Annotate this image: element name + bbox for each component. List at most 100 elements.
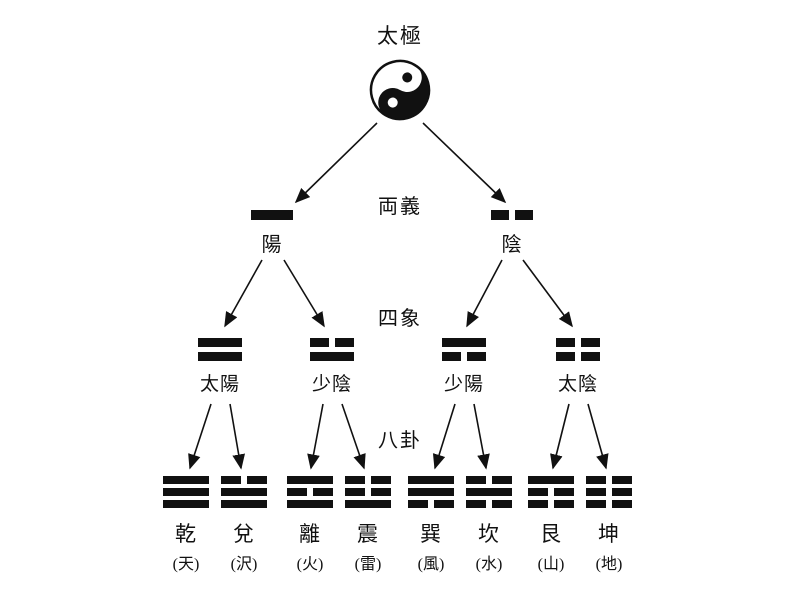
broken-line bbox=[556, 338, 600, 347]
node-yin: 陰 bbox=[491, 210, 533, 257]
node-gen: 艮 (山) bbox=[528, 476, 574, 574]
stage-label-eight-trigrams: 八卦 bbox=[378, 430, 422, 452]
broken-line bbox=[466, 476, 512, 484]
dui-label: 兌 bbox=[233, 522, 255, 546]
li-trigram-symbol bbox=[287, 476, 333, 508]
broken-line-segment bbox=[370, 488, 391, 496]
broken-line-segment bbox=[345, 488, 366, 496]
broken-line-segment bbox=[580, 352, 600, 361]
taiyin-label: 太陰 bbox=[557, 374, 598, 395]
dui-sublabel: (沢) bbox=[230, 556, 258, 573]
kan-sublabel: (水) bbox=[475, 556, 503, 573]
node-zhen: 震 (雷) bbox=[345, 476, 391, 574]
broken-line-segment bbox=[528, 500, 549, 508]
stage-label-four-symbols: 四象 bbox=[378, 308, 422, 330]
solid-line bbox=[442, 338, 486, 347]
shaoyang-label: 少陽 bbox=[443, 374, 484, 395]
node-kan: 坎 (水) bbox=[466, 476, 512, 574]
solid-line bbox=[310, 352, 354, 361]
broken-line-segment bbox=[556, 338, 576, 347]
solid-line bbox=[163, 488, 209, 496]
li-sublabel: (火) bbox=[296, 556, 324, 573]
broken-line bbox=[586, 476, 632, 484]
kan-label: 坎 bbox=[478, 522, 500, 546]
li-label: 離 bbox=[299, 522, 321, 546]
shaoyin-label: 少陰 bbox=[311, 374, 352, 395]
broken-line bbox=[287, 488, 333, 496]
yin-line-symbol bbox=[491, 210, 533, 220]
yinyang-icon bbox=[369, 59, 431, 121]
broken-line-segment bbox=[491, 500, 512, 508]
broken-line-segment bbox=[334, 338, 354, 347]
broken-line-segment bbox=[611, 488, 632, 496]
broken-line bbox=[586, 488, 632, 496]
broken-line-segment bbox=[370, 476, 391, 484]
gen-label: 艮 bbox=[540, 522, 562, 546]
broken-line-segment bbox=[514, 210, 533, 220]
zhen-sublabel: (雷) bbox=[354, 556, 382, 573]
stage-label-two-forms: 両義 bbox=[378, 196, 422, 218]
dui-trigram-symbol bbox=[221, 476, 267, 508]
zhen-label: 震 bbox=[357, 522, 379, 546]
broken-line-segment bbox=[580, 338, 600, 347]
node-taiyin: 太陰 bbox=[556, 338, 600, 396]
taiyang-digram-symbol bbox=[198, 338, 242, 361]
solid-line bbox=[408, 488, 454, 496]
broken-line-segment bbox=[611, 476, 632, 484]
kun-trigram-symbol bbox=[586, 476, 632, 508]
broken-line-segment bbox=[345, 476, 366, 484]
solid-line bbox=[198, 338, 242, 347]
broken-line-segment bbox=[553, 488, 574, 496]
broken-line-segment bbox=[611, 500, 632, 508]
solid-line bbox=[528, 476, 574, 484]
broken-line bbox=[442, 352, 486, 361]
qian-sublabel: (天) bbox=[172, 556, 200, 573]
broken-line bbox=[345, 476, 391, 484]
broken-line-segment bbox=[586, 476, 607, 484]
xun-sublabel: (風) bbox=[417, 556, 445, 573]
solid-line bbox=[163, 476, 209, 484]
node-shaoyang: 少陽 bbox=[442, 338, 486, 396]
broken-line-segment bbox=[553, 500, 574, 508]
yin-label: 陰 bbox=[501, 234, 523, 256]
node-dui: 兌 (沢) bbox=[221, 476, 267, 574]
broken-line-segment bbox=[528, 488, 549, 496]
xun-trigram-symbol bbox=[408, 476, 454, 508]
broken-line-segment bbox=[433, 500, 454, 508]
gen-sublabel: (山) bbox=[537, 556, 565, 573]
broken-line-segment bbox=[556, 352, 576, 361]
broken-line-segment bbox=[466, 476, 487, 484]
broken-line-segment bbox=[442, 352, 462, 361]
node-taiyang: 太陽 bbox=[198, 338, 242, 396]
broken-line bbox=[528, 500, 574, 508]
kun-label: 坤 bbox=[598, 522, 620, 546]
broken-line bbox=[586, 500, 632, 508]
solid-line bbox=[345, 500, 391, 508]
broken-line-segment bbox=[491, 210, 510, 220]
broken-line-segment bbox=[586, 500, 607, 508]
node-li: 離 (火) bbox=[287, 476, 333, 574]
node-qian: 乾 (天) bbox=[163, 476, 209, 574]
broken-line bbox=[345, 488, 391, 496]
broken-line bbox=[310, 338, 354, 347]
broken-line-segment bbox=[287, 488, 308, 496]
broken-line-segment bbox=[221, 476, 242, 484]
solid-line bbox=[287, 500, 333, 508]
yang-line-symbol bbox=[251, 210, 293, 220]
solid-line bbox=[163, 500, 209, 508]
broken-line-segment bbox=[246, 476, 267, 484]
shaoyang-digram-symbol bbox=[442, 338, 486, 361]
taiyin-digram-symbol bbox=[556, 338, 600, 361]
node-xun: 巽 (風) bbox=[408, 476, 454, 574]
yang-label: 陽 bbox=[261, 234, 283, 256]
shaoyin-digram-symbol bbox=[310, 338, 354, 361]
broken-line-segment bbox=[408, 500, 429, 508]
broken-line bbox=[528, 488, 574, 496]
xun-label: 巽 bbox=[420, 522, 442, 546]
broken-line bbox=[221, 476, 267, 484]
qian-trigram-symbol bbox=[163, 476, 209, 508]
solid-line bbox=[221, 500, 267, 508]
taiji-title: 太極 bbox=[377, 24, 423, 48]
